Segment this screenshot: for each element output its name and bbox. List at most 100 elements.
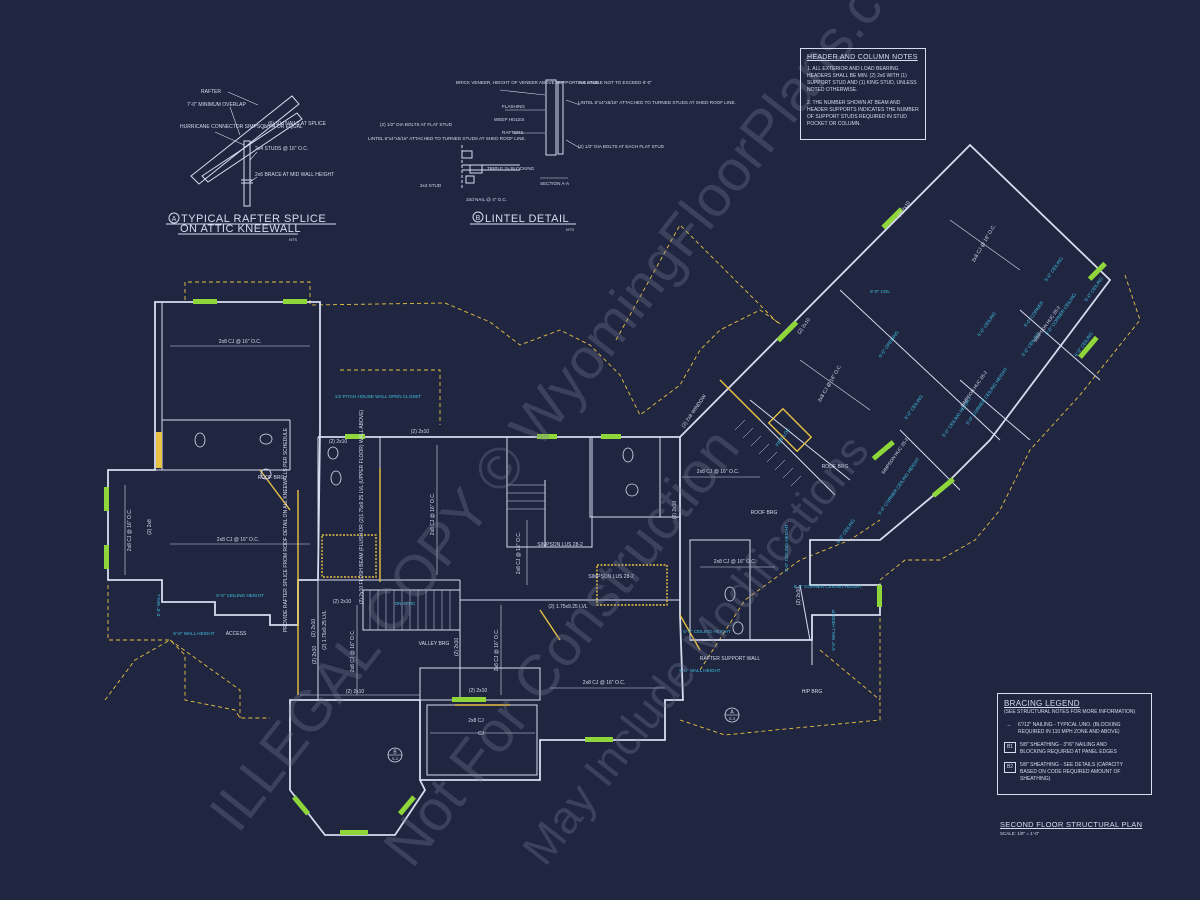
- detail-a-labels: RAFTER 7'-0" MINIMUM OVERLAP (6) 10d NAI…: [180, 89, 334, 178]
- window: [871, 440, 895, 461]
- detail-b-marker: B: [476, 215, 481, 222]
- joist-label: (2) 2x10: [411, 429, 430, 435]
- sink-icon: [260, 468, 272, 480]
- section-markers: BS-2 AS-3: [387, 707, 740, 763]
- ceiling-height-label: 5'-0" CEILING HEIGHT: [683, 629, 731, 634]
- sink-icon: [732, 621, 744, 635]
- joist-label: 2x8 CJ @ 16" O.C.: [217, 537, 259, 543]
- toilet-icon: [194, 432, 206, 448]
- detail-b-lintel: [461, 79, 581, 225]
- kneewall-studs: [243, 140, 251, 207]
- joist-label: 2x8 CJ @ 16" O.C.: [714, 559, 756, 565]
- rafter-member: [190, 95, 300, 185]
- legend-symbol-nailing: --: [1007, 723, 1011, 729]
- sheet-scale: SCALE: 1/8" = 1'-0": [1000, 831, 1040, 836]
- west-wing-walls: [107, 301, 321, 626]
- ceiling-height-label: 5'-0" WALL HEIGHT: [173, 631, 214, 636]
- leader-nails: [261, 124, 271, 130]
- legend-item: B1 5/8" SHEATHING - 3"/6" NAILING AND BL…: [1004, 742, 1145, 756]
- detail-b-label-bolts-flat: (2) 1/2" DIA BOLTS AT FLAT STUD: [380, 122, 453, 127]
- legend-text: 6"/12" NAILING - TYPICAL UNO. (BLOCKING: [1018, 722, 1121, 728]
- detail-a-label-connector: HURRICANE CONNECTOR SIMPSON H4 OR EQUAL: [180, 124, 303, 130]
- brick-veneer: [545, 79, 557, 156]
- interior-walls: [155, 289, 1101, 776]
- joist-label: (2) 2x10 FLUSH BEAM (FLUSH OR (2)1.75x9.…: [359, 409, 365, 604]
- window: [601, 434, 621, 439]
- detail-b-label-weep: WEEP HOLES: [494, 117, 524, 122]
- joist-label: 2x8 CJ @ 16" O.C.: [494, 629, 500, 671]
- ceiling-height-label: ON ATTIC: [395, 601, 417, 606]
- joist-label: RAFTER SUPPORT WALL: [700, 656, 760, 662]
- rafter-splice-member: [201, 112, 303, 183]
- detail-a-marker-circle: [168, 212, 180, 224]
- legend-text: BLOCKING REQUIRED AT PANEL EDGES: [1020, 749, 1117, 755]
- joist-label: (2) 2x8: [147, 519, 153, 535]
- joist-label: (2) 2x10: [333, 599, 352, 605]
- window: [397, 795, 416, 816]
- window: [104, 545, 109, 569]
- joist-label: (2) 2x10: [454, 638, 460, 657]
- detail-a-label-rafter: RAFTER: [201, 89, 221, 95]
- detail-b-label-veneer: BRICK VENEER, HEIGHT OF VENEER ABOVE SUP…: [456, 80, 652, 85]
- ceiling-height-label: 1/2 PITCH HOUSE WALL OPEN CLOSET: [335, 394, 422, 399]
- joist-label: (2) 2x10: [329, 439, 348, 445]
- detail-b-label-rafters: RAFTERS: [502, 130, 523, 135]
- section-marker-id: A: [730, 710, 734, 716]
- detail-a-marker: A: [172, 216, 177, 223]
- joist-label: 2x8 CJ @ 16" O.C.: [127, 509, 133, 551]
- joist-label: PROVIDE RAFTER SPLICE FROM ROOF DETAIL O…: [283, 427, 289, 632]
- window: [776, 320, 799, 343]
- joist-label: 2x8 CJ @ 16" O.C.: [430, 493, 436, 535]
- section-marker-sheet: S-3: [729, 716, 736, 721]
- triple-blocking: [469, 164, 483, 174]
- header-notes-title: HEADER AND COLUMN NOTES: [807, 54, 918, 61]
- window: [877, 585, 882, 607]
- joist-label: 2x8 CJ @ 16" O.C.: [350, 630, 356, 672]
- ceiling-height-label: 5'-0" CEILING HEIGHT: [784, 524, 789, 572]
- bath-east: [689, 539, 751, 641]
- ceiling-height-label: 5'-0" WALL HEIGHT: [679, 668, 720, 673]
- detail-b-label-lintel-top: LINTEL 6"x4"x5/16" ATTACHED TO TURNED ST…: [578, 100, 736, 105]
- detail-a-title-line2: ON ATTIC KNEEWALL: [180, 223, 301, 235]
- detail-b-title: LINTEL DETAIL: [485, 213, 569, 225]
- window: [537, 434, 557, 439]
- detail-b-label-stud-top: 2x4 STUD: [578, 80, 600, 85]
- detail-b-labels: BRICK VENEER, HEIGHT OF VENEER ABOVE SUP…: [368, 80, 736, 202]
- section-marker: BS-2: [387, 747, 403, 763]
- joist-label: (2) 1.75x9.25 LVL: [548, 604, 588, 610]
- legend-text: SHEATHING): [1020, 776, 1051, 782]
- legend-text: REQUIRED IN 110 MPH ZONE AND ABOVE): [1018, 729, 1120, 735]
- window: [104, 487, 109, 511]
- sheet-title: SECOND FLOOR STRUCTURAL PLAN: [1000, 820, 1143, 829]
- sheet-title-block: SECOND FLOOR STRUCTURAL PLAN SCALE: 1/8"…: [1000, 820, 1160, 836]
- joist-label: 2x8 CJ @ 16" O.C.: [219, 339, 261, 345]
- detail-b-label-flashing: FLASHING: [502, 104, 525, 109]
- legend-text: BASED ON CODE REQUIRED AMOUNT OF: [1020, 769, 1121, 775]
- leader-connector: [214, 131, 245, 146]
- toilet-icon: [622, 447, 634, 463]
- sink-icon: [625, 483, 639, 497]
- sink-icon: [259, 433, 273, 445]
- header-column-notes: HEADER AND COLUMN NOTES 1. ALL EXTERIOR …: [800, 48, 926, 140]
- bracing-legend-title: BRACING LEGEND: [1004, 699, 1080, 708]
- joist-label: SIMPSON LUS 28-2: [588, 574, 634, 580]
- ceiling-height-label: 5'-0" WALL: [156, 593, 161, 616]
- leader-brace: [249, 176, 258, 183]
- ceiling-height-label: 5'-0" CEILING HEIGHT: [216, 593, 264, 598]
- detail-a-label-studs: 2x4 STUDS @ 16" O.C.: [255, 146, 308, 152]
- legend-symbol-b2: B2: [1004, 762, 1016, 773]
- legend-text: 5/8" SHEATHING - SEE DETAILS (CAPACITY: [1020, 762, 1123, 768]
- tub: [156, 432, 162, 468]
- window: [193, 299, 217, 304]
- stair-treads: [369, 419, 802, 630]
- plumbing-fixtures: [194, 432, 744, 635]
- joist-label: (2) 2x10: [311, 619, 317, 638]
- bracing-legend-subtitle: (SEE STRUCTURAL NOTES FOR MORE INFORMATI…: [1004, 709, 1136, 715]
- section-marker-id: B: [393, 750, 397, 756]
- header-note-2: 2. THE NUMBER SHOWN AT BEAM AND HEADER S…: [807, 100, 919, 127]
- joist-label: 2x8 CJ @ 16" O.C.: [697, 469, 739, 475]
- detail-a-scale: NTS: [289, 237, 297, 242]
- window: [1078, 335, 1099, 359]
- joist-label: ROOF BRG: [751, 510, 778, 516]
